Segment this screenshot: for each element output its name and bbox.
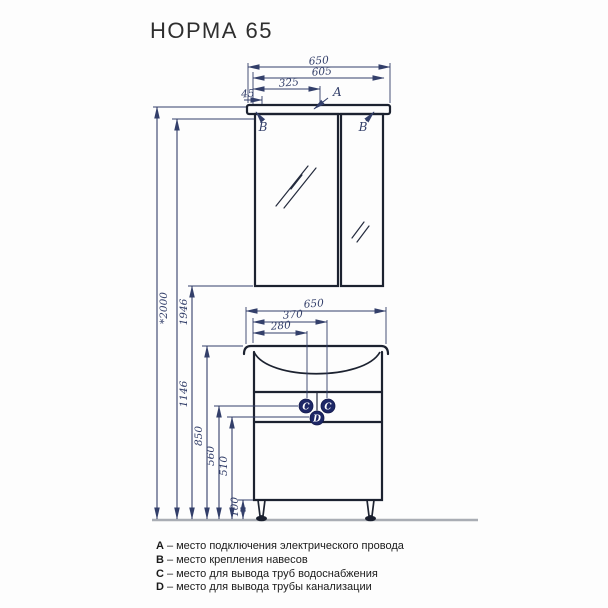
vanity-leg-right xyxy=(366,499,375,517)
legend-sep-b: – xyxy=(166,553,174,566)
page-title: НОРМА 65 xyxy=(150,18,274,43)
vanity-unit xyxy=(242,344,390,522)
vanity-leg-left xyxy=(257,499,266,517)
legend-item-c: C–место для вывода труб водоснабжения xyxy=(156,568,576,582)
dim-45: 45 xyxy=(240,88,255,101)
label-b-left: B xyxy=(258,120,268,134)
legend-key-c: C xyxy=(156,567,164,580)
marker-c1-label: C xyxy=(302,403,310,413)
mirror-hatch-marks xyxy=(275,165,370,243)
label-a: A xyxy=(332,85,342,99)
label-b-right: B xyxy=(358,120,368,134)
connection-markers: C C D xyxy=(298,398,336,426)
marker-d-label: D xyxy=(312,415,321,425)
legend-key-b: B xyxy=(156,553,164,566)
dim-605: 605 xyxy=(311,65,332,78)
mirror-door-left xyxy=(253,112,340,288)
legend-text-d: место для вывода трубы канализации xyxy=(176,581,372,594)
dim-100: 100 xyxy=(229,497,241,517)
dim-2000: *2000 xyxy=(158,292,170,324)
marker-c2-label: C xyxy=(324,403,332,413)
leader-b-right xyxy=(364,111,375,123)
legend-key-d: D xyxy=(156,581,164,594)
legend-text-a: место подключения электрического провода xyxy=(176,540,404,552)
vanity-dimensions: 650 370 280 xyxy=(245,297,387,336)
dim-510: 510 xyxy=(218,456,230,476)
washbasin-rim xyxy=(242,344,390,356)
dim-370: 370 xyxy=(282,308,303,321)
dim-850: 850 xyxy=(193,426,205,446)
mirror-cabinet xyxy=(245,103,392,288)
legend-item-b: B–место крепления навесов xyxy=(156,554,576,568)
washbasin-bowl-curve xyxy=(253,351,381,375)
legend-key-a: A xyxy=(156,540,164,552)
vanity-body xyxy=(252,350,384,502)
legend: A–место подключения электрического прово… xyxy=(156,540,576,595)
dim-280: 280 xyxy=(269,319,291,332)
vanity-foot-right xyxy=(365,515,376,522)
dim-1946: 1946 xyxy=(178,298,190,325)
leader-b-left xyxy=(255,111,266,123)
leader-a xyxy=(313,97,329,110)
water-supply-marker-left xyxy=(298,398,314,414)
legend-sep-c: – xyxy=(166,567,174,580)
legend-item-a: A–место подключения электрического прово… xyxy=(156,540,576,554)
mirror-door-right xyxy=(339,112,385,288)
dim-650-vanity: 650 xyxy=(303,297,324,310)
mirror-cabinet-top-shelf xyxy=(245,103,392,116)
dim-650-top: 650 xyxy=(308,54,329,67)
legend-text-c: место для вывода труб водоснабжения xyxy=(176,567,378,580)
extension-lines-horizontal xyxy=(153,106,309,501)
drain-marker xyxy=(309,410,325,426)
point-labels: A B B xyxy=(255,85,375,134)
legend-sep-a: – xyxy=(166,540,174,552)
dim-1146: 1146 xyxy=(178,380,190,407)
legend-item-d: D–место для вывода трубы канализации xyxy=(156,581,576,595)
vanity-foot-left xyxy=(256,515,267,522)
height-dimensions: *2000 1946 1146 850 560 510 100 xyxy=(154,106,246,520)
dim-325: 325 xyxy=(278,76,299,89)
water-supply-marker-right xyxy=(320,398,336,414)
mirror-cabinet-dimensions: 650 605 325 45 xyxy=(240,54,391,103)
dim-560: 560 xyxy=(205,446,217,466)
legend-sep-d: – xyxy=(166,581,174,594)
legend-text-b: место крепления навесов xyxy=(176,553,308,566)
